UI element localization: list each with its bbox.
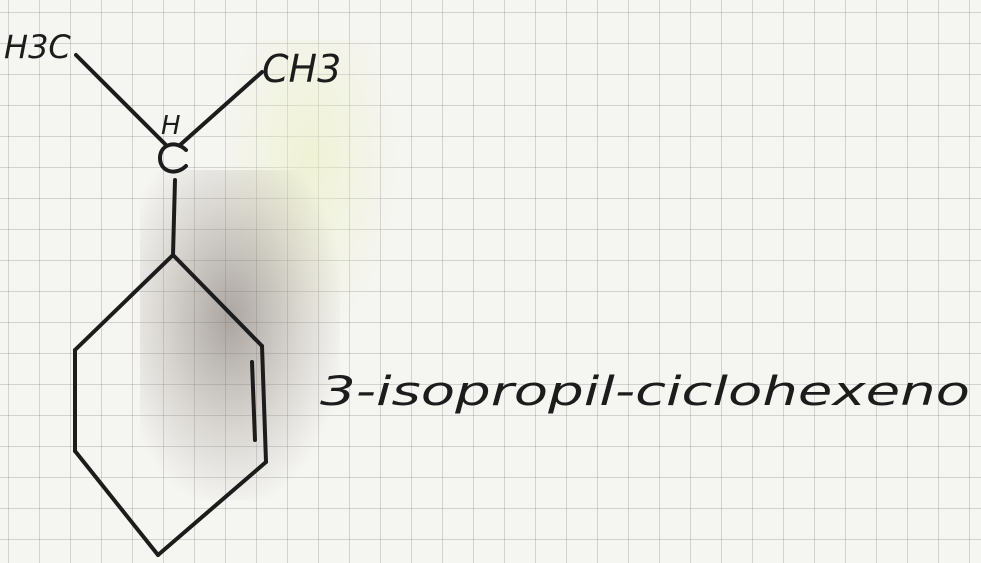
- ring-bond-4: [73, 449, 160, 557]
- bond-right-methyl: [178, 70, 264, 147]
- ring-bond-1: [171, 253, 264, 348]
- methine-carbon-glyph: [157, 142, 188, 174]
- ring-bond-3: [156, 460, 268, 557]
- bond-to-ring: [171, 178, 177, 257]
- double-bond-inner: [250, 360, 257, 442]
- caption-name: 3-isopropil-ciclohexeno: [320, 369, 970, 415]
- label-methine-h: H: [161, 111, 181, 141]
- label-h3c: H3C: [4, 28, 71, 66]
- ring-bond-2: [260, 344, 268, 464]
- label-ch3: CH3: [262, 47, 341, 91]
- ring-bond-6: [73, 253, 175, 352]
- bond-left-methyl: [74, 53, 168, 147]
